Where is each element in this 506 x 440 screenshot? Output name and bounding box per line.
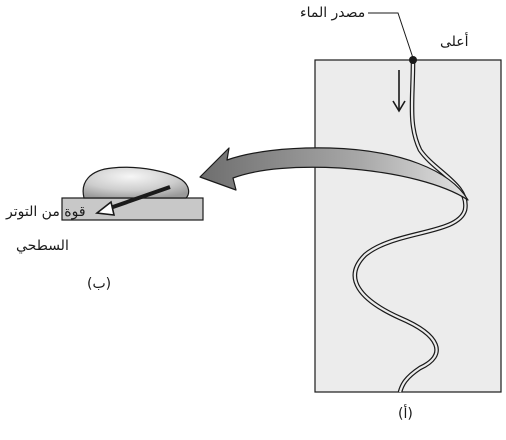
- glass-plate-panel: [314, 59, 502, 393]
- force-arrow-head: [94, 200, 116, 216]
- surface-tension-label-line2: السطحي: [16, 238, 69, 254]
- force-arrow-shaft: [109, 185, 171, 210]
- water-source-leader-line: [368, 12, 414, 59]
- part-a-label: (أ): [398, 406, 413, 422]
- water-trickle-path-inner: [353, 61, 467, 393]
- part-b-label: (ب): [87, 276, 112, 292]
- magnify-arrow: [199, 147, 469, 201]
- water-source-dot: [409, 56, 417, 64]
- top-label: أعلى: [440, 34, 469, 50]
- down-arrow-head: [392, 100, 406, 113]
- surface-tension-label-line1: قوة من التوتر: [6, 204, 86, 220]
- water-source-label: مصدر الماء: [300, 5, 366, 21]
- water-drop: [82, 166, 190, 199]
